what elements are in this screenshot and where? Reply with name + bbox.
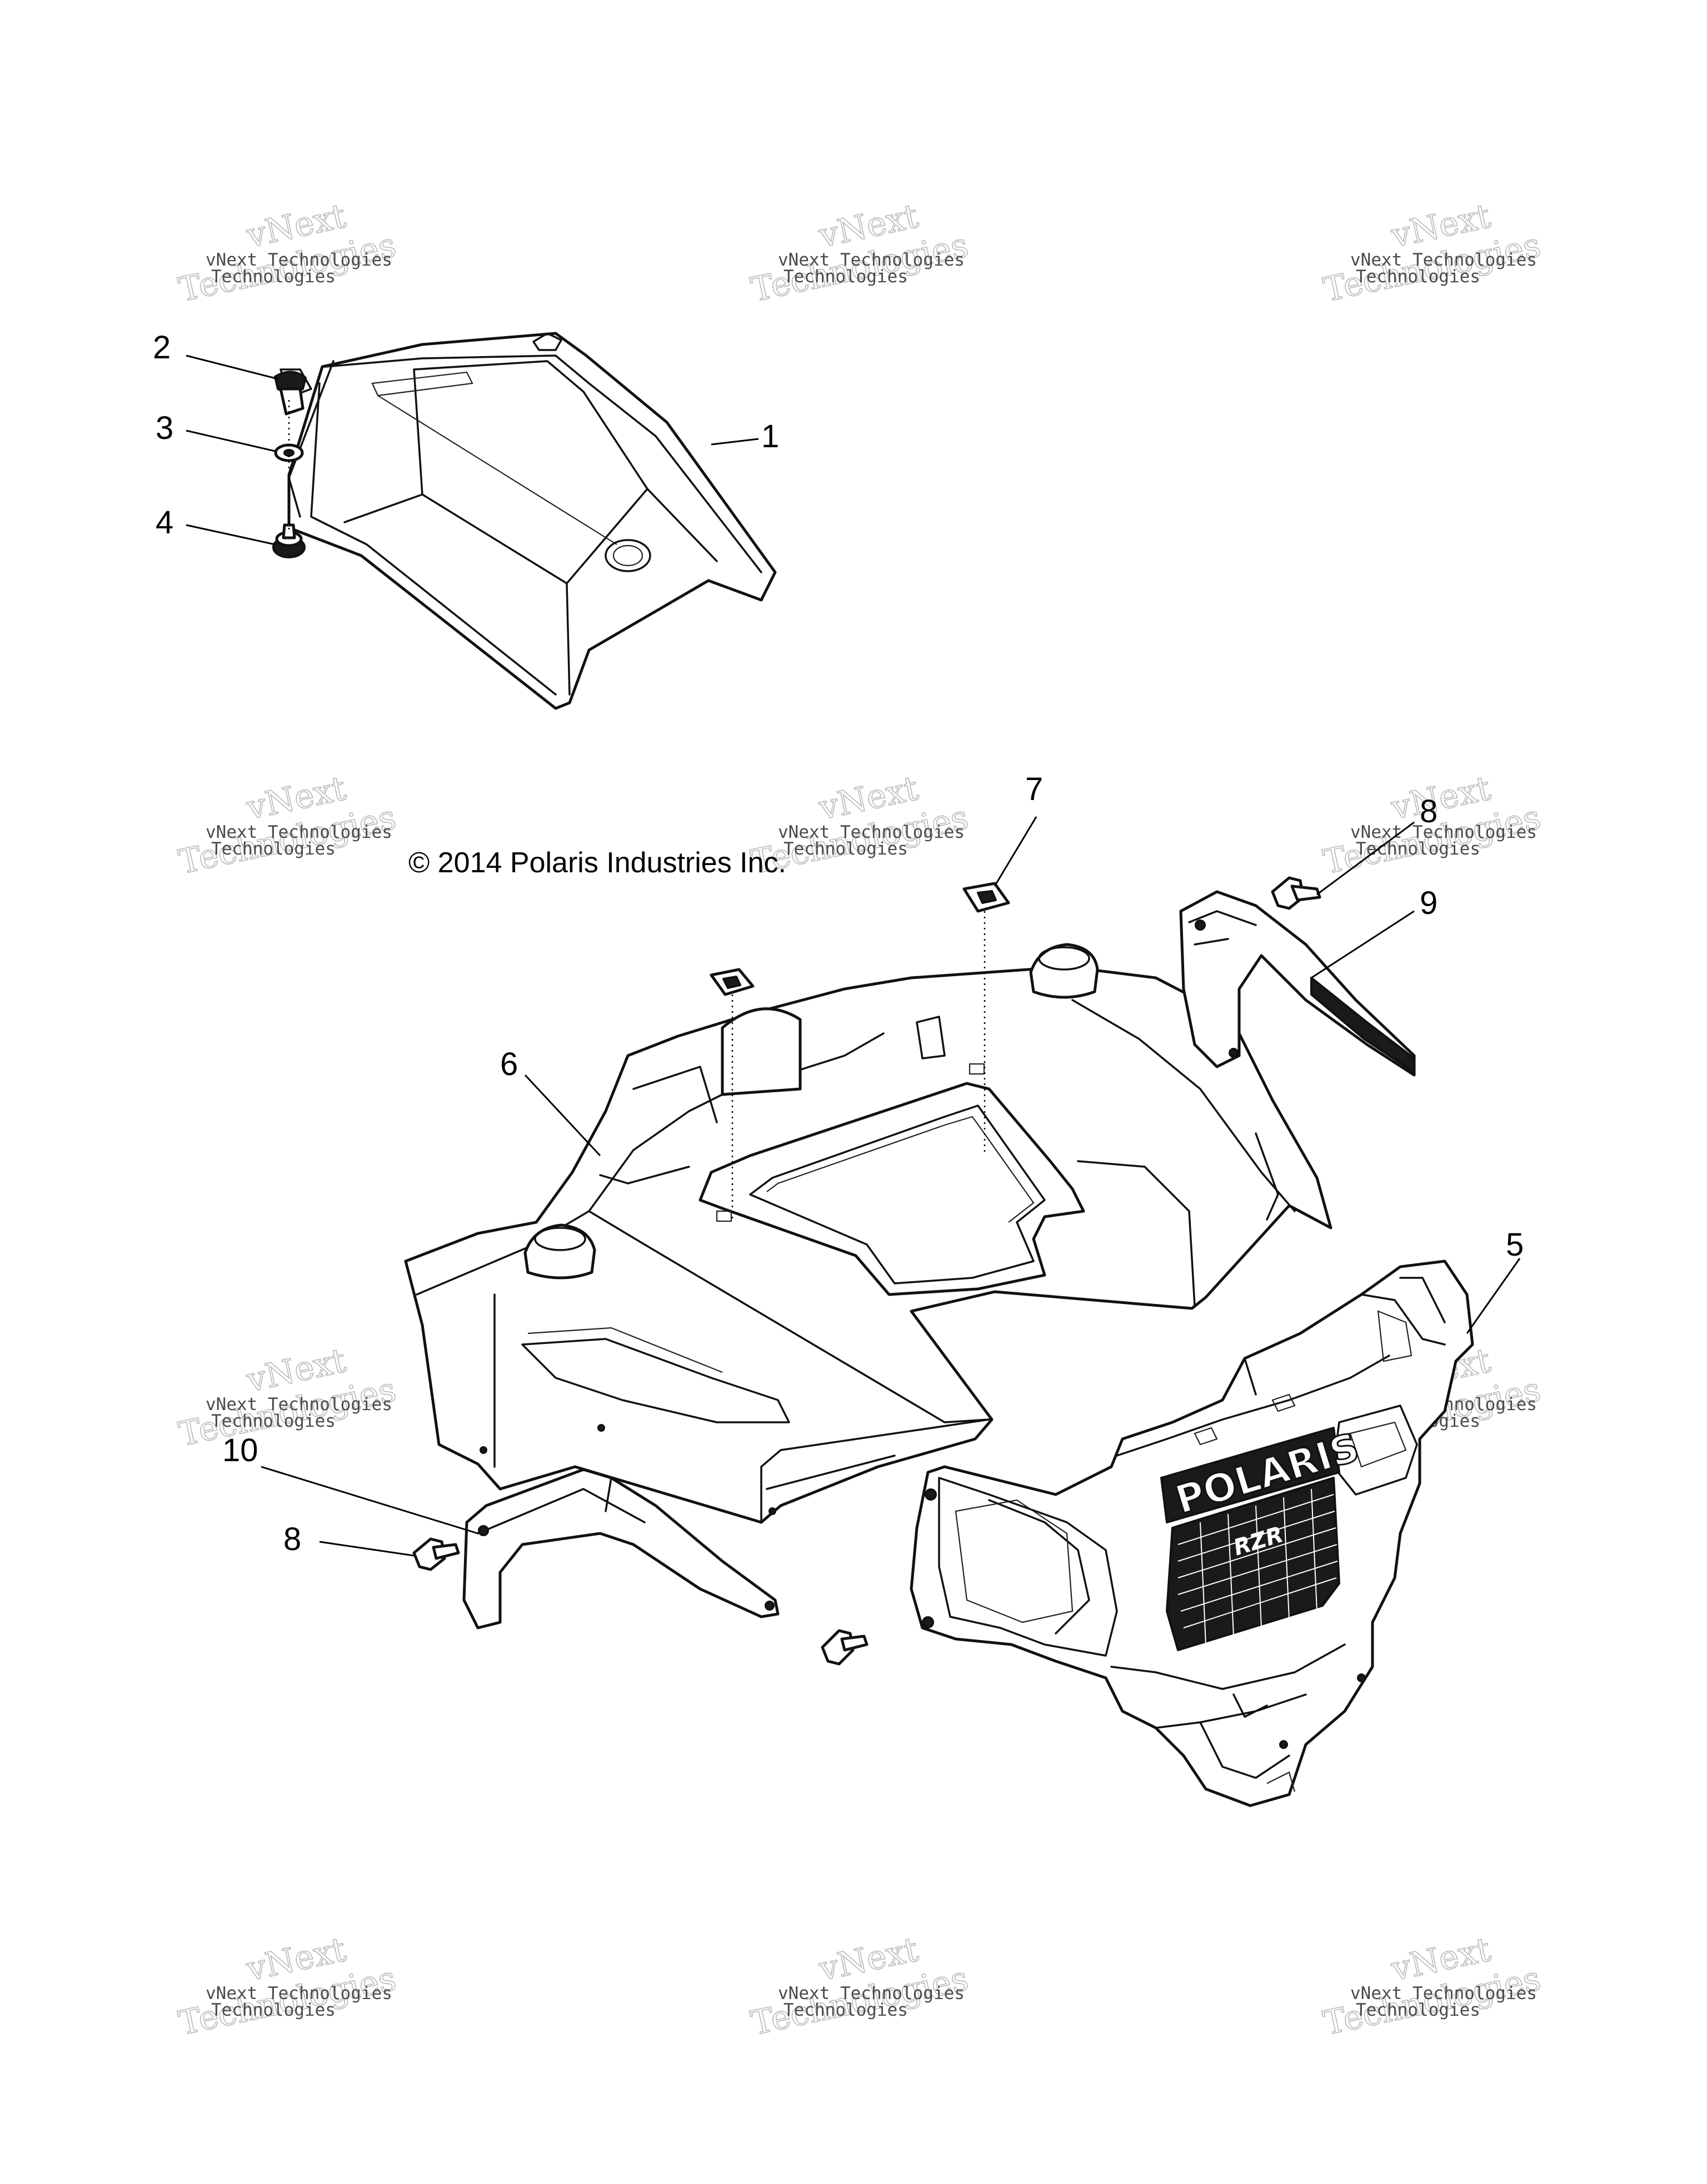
watermark-top-right: vNextTechnologies vNext Technologies Tec…: [1312, 188, 1545, 310]
callouts: 1 2 3 4 5 6 7 8 9 10 8: [153, 329, 1524, 1557]
leader-8-top: [1316, 821, 1415, 896]
watermark-small-text: vNext Technologies: [206, 250, 392, 270]
watermark-bottom-center: vNextTechnologies vNext Technologies Tec…: [740, 1921, 972, 2043]
watermark-small-text: vNext Technologies: [778, 822, 965, 842]
part-7-retainer-2: [710, 968, 755, 996]
watermark-small-text-2: Technologies: [211, 2000, 336, 2020]
leader-5: [1466, 1258, 1521, 1334]
part-10-fender-flare-left: [462, 1468, 780, 1630]
callout-7: 7: [1025, 771, 1043, 807]
callout-6: 6: [500, 1046, 518, 1082]
watermark-small-text-2: Technologies: [1356, 839, 1480, 859]
watermark-big-text: vNextTechnologies: [1312, 188, 1544, 310]
watermark-small-text: vNext Technologies: [206, 822, 392, 842]
part-7-retainer: [962, 882, 1010, 913]
copyright-notice: © 2014 Polaris Industries Inc.: [408, 847, 786, 879]
grille-mesh: [1166, 1477, 1340, 1651]
part-8-push-rivet-left: [412, 1537, 460, 1571]
watermark-big-text: vNextTechnologies: [1312, 1921, 1544, 2043]
watermark-top-center: vNextTechnologies vNext Technologies Tec…: [740, 188, 972, 310]
watermark-small-text-2: Technologies: [783, 2000, 908, 2020]
watermark-small-text: vNext Technologies: [206, 1395, 392, 1415]
part-8-push-rivet-lower: [821, 1629, 869, 1666]
callout-1: 1: [761, 418, 779, 454]
leader-1: [711, 438, 759, 446]
leader-10: [261, 1466, 478, 1535]
watermark-small-text: vNext Technologies: [1350, 250, 1537, 270]
callout-9: 9: [1420, 885, 1438, 921]
part-9-fender-flare-right: [1179, 890, 1416, 1077]
watermark-bottom-left: vNextTechnologies vNext Technologies Tec…: [167, 1921, 400, 2043]
leader-9: [1311, 910, 1415, 979]
leader-6: [524, 1074, 601, 1157]
watermark-big-text: vNextTechnologies: [740, 1921, 972, 2043]
watermark-big-text: vNextTechnologies: [167, 1921, 400, 2043]
watermark-small-text: vNext Technologies: [1350, 822, 1537, 842]
leader-lines: [186, 354, 1521, 1557]
leader-7: [994, 816, 1037, 887]
watermark-small-text-2: Technologies: [783, 839, 908, 859]
callout-2: 2: [153, 329, 171, 366]
watermark-small-text-2: Technologies: [211, 267, 336, 287]
leader-2: [186, 354, 278, 380]
watermark-big-text: vNextTechnologies: [740, 760, 972, 882]
leader-8-left: [319, 1541, 415, 1557]
part-1-hood-cover: [279, 332, 777, 710]
leader-3: [186, 429, 276, 452]
part-8-push-rivet-top: [1271, 876, 1321, 910]
watermark-big-text: vNextTechnologies: [167, 188, 400, 310]
watermark-small-text: vNext Technologies: [206, 1983, 392, 2003]
watermark-big-text: vNextTechnologies: [167, 1332, 400, 1455]
part-2-rivet: [274, 371, 307, 416]
watermark-small-text: vNext Technologies: [778, 250, 965, 270]
callout-8-top: 8: [1420, 793, 1438, 829]
callout-3: 3: [156, 410, 173, 446]
watermark-small-text: vNext Technologies: [778, 1983, 965, 2003]
part-3-washer: [274, 443, 304, 462]
callout-4: 4: [156, 504, 173, 541]
watermark-mid-left: vNextTechnologies vNext Technologies Tec…: [167, 760, 400, 882]
watermark-small-text-2: Technologies: [1356, 2000, 1480, 2020]
watermark-small-text-2: Technologies: [211, 1411, 336, 1431]
watermark-big-text: vNextTechnologies: [740, 188, 972, 310]
watermark-small-text: vNext Technologies: [1350, 1983, 1537, 2003]
leader-4: [186, 524, 276, 546]
watermark-mid-center: vNextTechnologies vNext Technologies Tec…: [740, 760, 972, 882]
watermark-small-text-2: Technologies: [1356, 267, 1480, 287]
callout-10: 10: [222, 1432, 258, 1468]
watermark-small-text-2: Technologies: [211, 839, 336, 859]
watermark-big-text: vNextTechnologies: [167, 760, 400, 882]
watermark-top-left: vNextTechnologies vNext Technologies Tec…: [167, 188, 400, 310]
callout-8-left: 8: [283, 1521, 301, 1557]
part-5-front-bumper-grille: POLARIS RZR: [910, 1260, 1474, 1807]
watermark-small-text-2: Technologies: [783, 267, 908, 287]
watermark-bottom-right: vNextTechnologies vNext Technologies Tec…: [1312, 1921, 1545, 2043]
watermark-lower-left: vNextTechnologies vNext Technologies Tec…: [167, 1332, 400, 1455]
part-4-grommet: [272, 523, 306, 558]
callout-5: 5: [1506, 1227, 1524, 1263]
